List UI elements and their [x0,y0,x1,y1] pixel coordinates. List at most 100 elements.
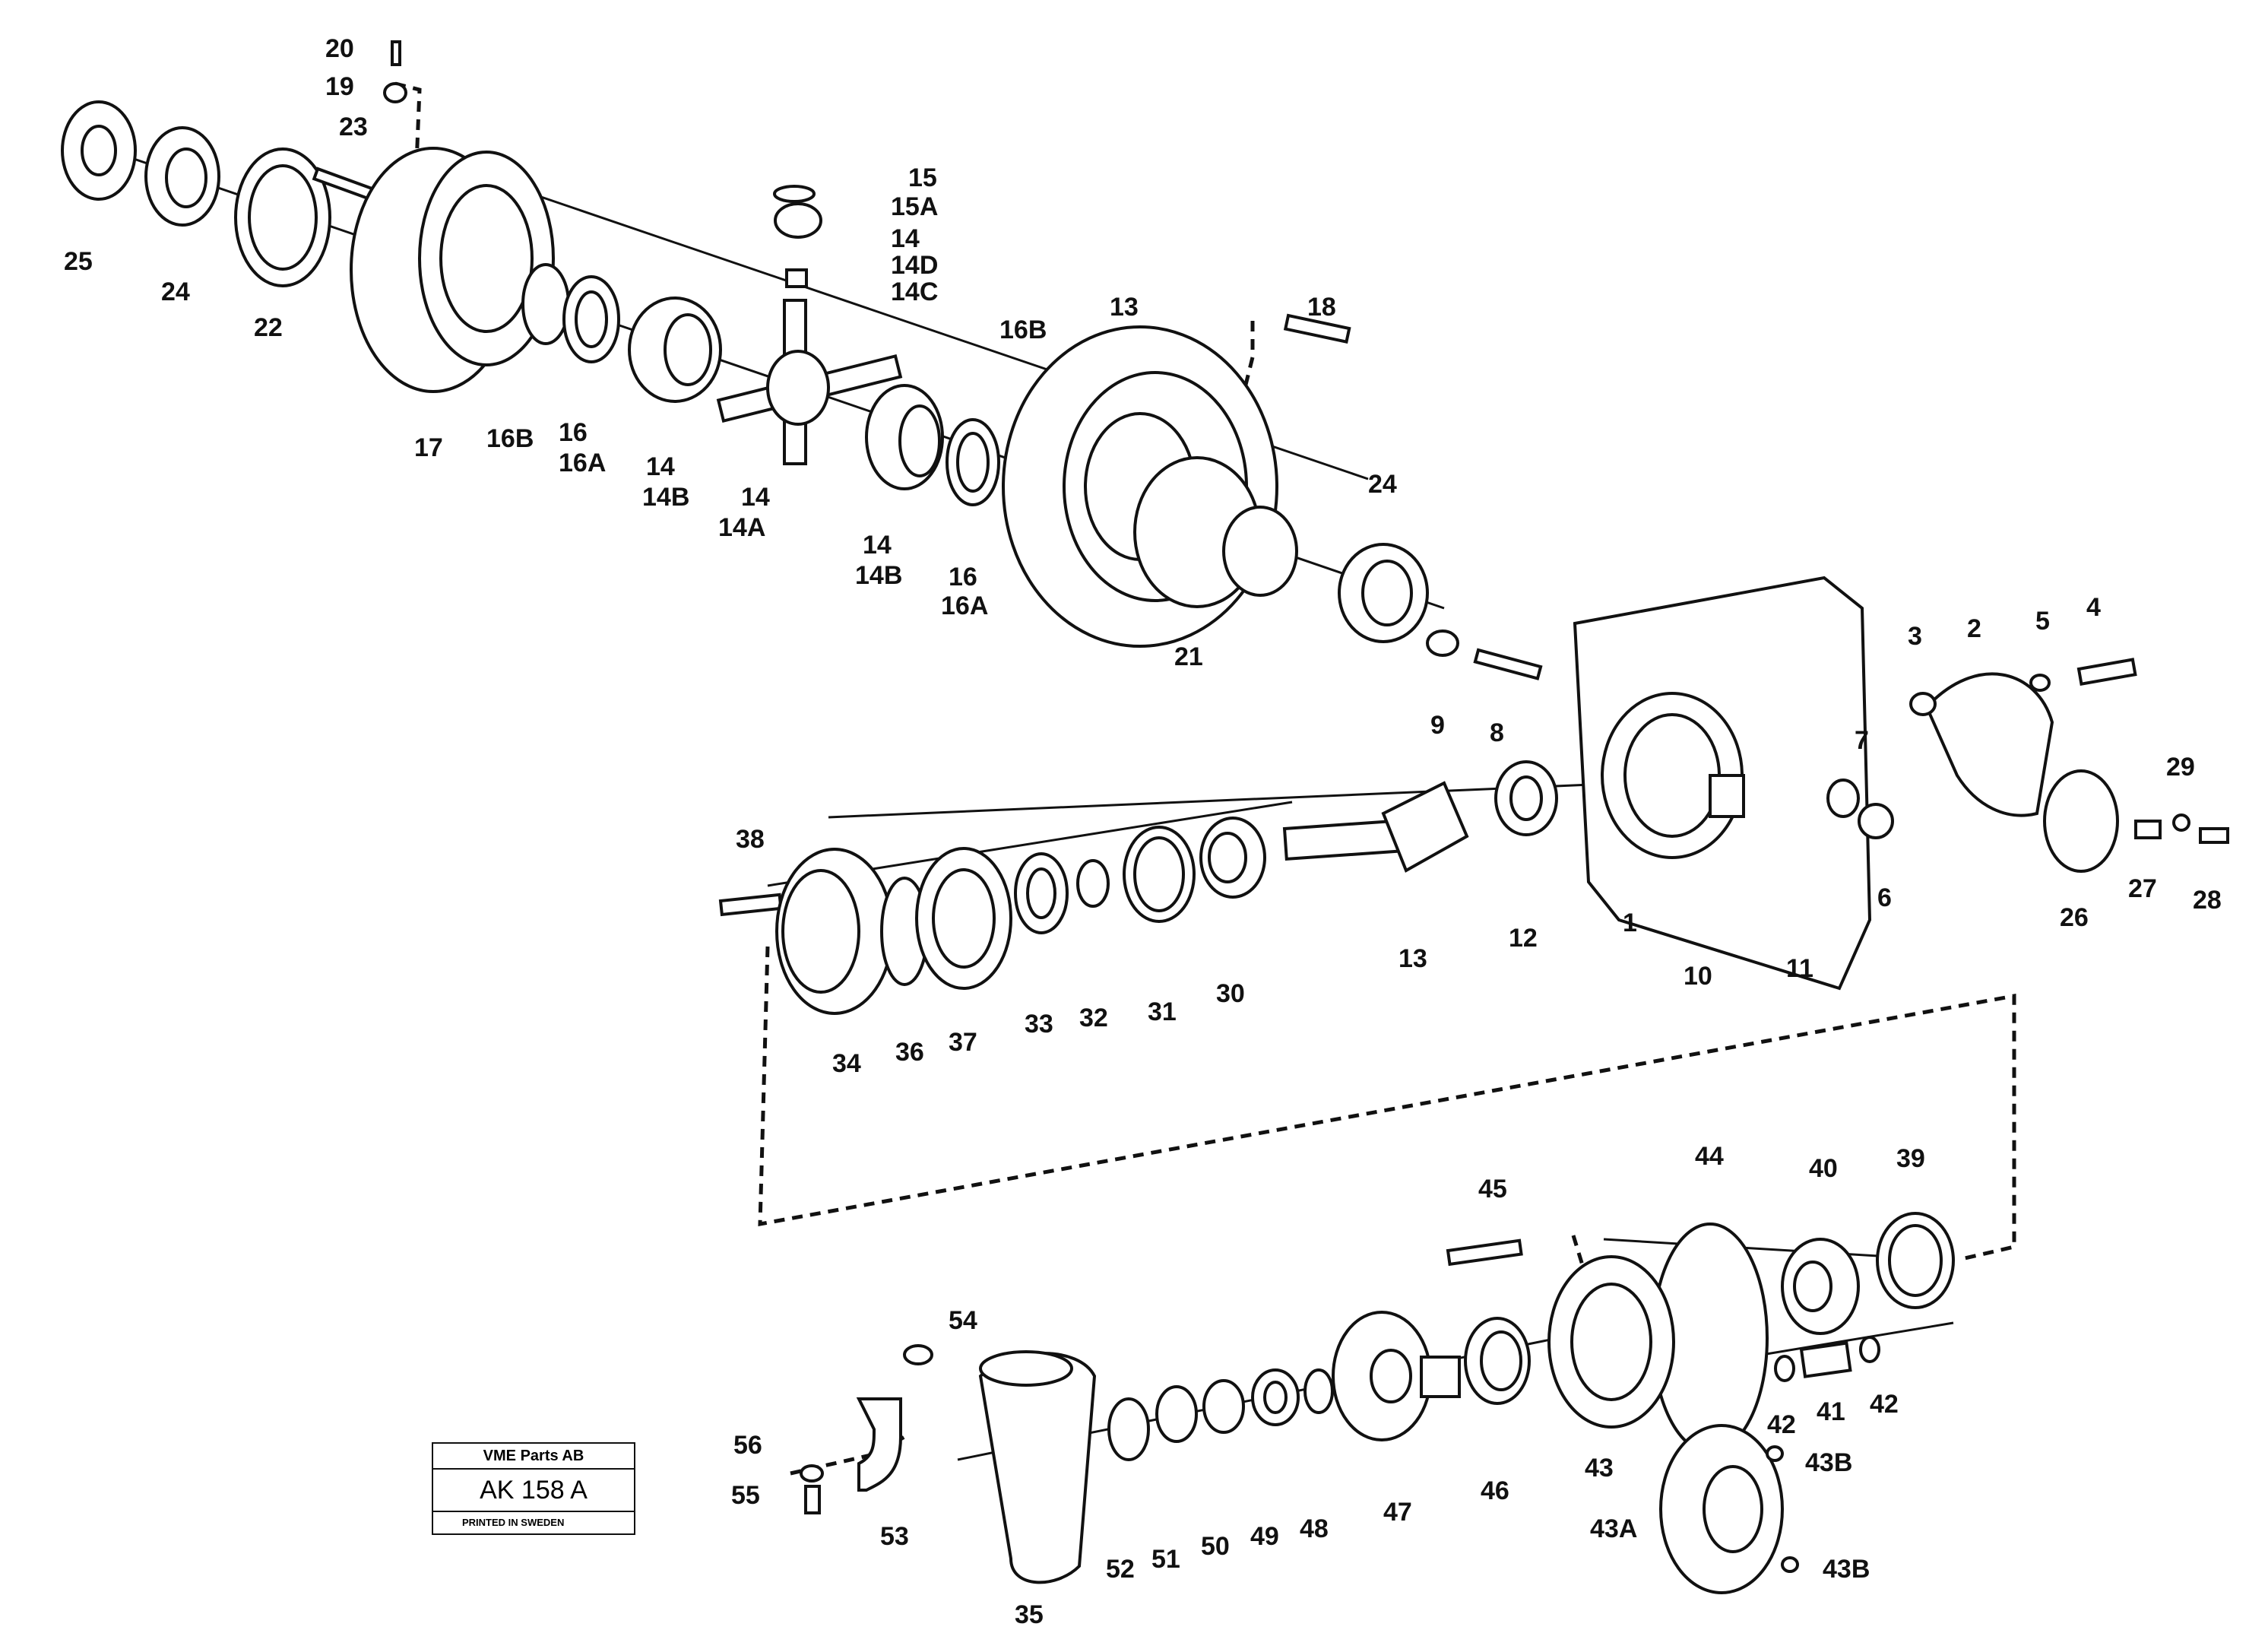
label-17: 17 [414,433,443,462]
label-24: 24 [161,277,190,306]
label-18: 18 [1307,293,1336,322]
stamp-printed: PRINTED IN SWEDEN [462,1517,565,1528]
label-14-mid: 14 [863,531,892,560]
label-52: 52 [1106,1555,1135,1584]
label-16B-mid: 16B [999,316,1047,344]
label-14B: 14B [642,483,689,512]
part-19-20-bolt-nut [383,40,407,103]
label-6: 6 [1877,883,1892,912]
part-5-washer [2029,674,2051,692]
label-3: 3 [1908,622,1922,651]
part-4-bolt [2076,658,2137,687]
label-21: 21 [1174,642,1203,671]
label-51: 51 [1151,1545,1180,1574]
label-43: 43 [1585,1454,1614,1483]
label-16: 16 [559,418,588,447]
label-29: 29 [2166,753,2195,782]
label-47: 47 [1383,1498,1412,1527]
part-50-lock-washer [1202,1379,1245,1434]
part-45-bolt [1446,1238,1523,1267]
part-33-seal [1014,852,1069,934]
label-16A-mid: 16A [941,591,988,620]
label-27: 27 [2128,874,2157,903]
label-14-left: 14 [741,483,770,512]
part-37-gasket [915,847,1012,990]
part-56-washer [800,1464,824,1483]
part-31-race [1123,826,1196,923]
part-41-42-sleeve-rings [1774,1336,1880,1382]
part-26-adjusting-nut [2043,769,2119,873]
label-34: 34 [832,1049,861,1078]
part-51-tab-washer [1155,1385,1198,1443]
label-11: 11 [1786,954,1813,983]
label-55: 55 [731,1481,760,1510]
label-16A: 16A [559,449,606,477]
part-49-nut [1251,1368,1300,1426]
part-40-bearing [1781,1238,1860,1335]
label-8: 8 [1490,718,1504,747]
part-18-bolt [1283,313,1351,344]
label-56: 56 [733,1431,762,1460]
part-14B-side-gear-right [865,384,944,490]
part-25-ring-nut [61,100,137,201]
label-4: 4 [2086,593,2101,622]
label-24-mid: 24 [1368,470,1397,499]
label-5: 5 [2035,607,2050,636]
part-34-flange [775,848,894,1015]
part-43A-flange [1659,1424,1784,1594]
part-17-housing-half [350,147,555,393]
label-14C: 14C [891,277,938,306]
part-2-bearing-cap [1924,672,2054,817]
label-14: 14 [646,452,675,481]
label-16-mid: 16 [949,563,977,591]
label-1: 1 [1623,909,1637,937]
part-21-diff-case [1133,456,1298,608]
part-9-nut [1426,629,1459,657]
label-13-mid: 13 [1398,944,1427,973]
part-27-lock [2134,820,2162,839]
part-13-pinion-shaft [1282,781,1469,873]
part-38-bolt [718,893,783,917]
part-24-bearing [144,126,220,227]
label-23: 23 [339,113,368,141]
part-28-29-bolt-washer [2172,813,2229,844]
label-40: 40 [1809,1154,1838,1183]
part-55-screw [804,1485,821,1514]
part-32-washer [1076,859,1110,908]
label-49: 49 [1250,1522,1279,1551]
label-13-top: 13 [1110,293,1139,322]
stamp-company: VME Parts AB [433,1444,634,1470]
part-52-snap-ring [1107,1397,1150,1461]
part-16-washer [562,275,620,363]
label-43A: 43A [1590,1514,1637,1543]
label-14A: 14A [718,513,765,542]
label-41: 41 [1817,1397,1845,1426]
label-22: 22 [254,313,283,342]
part-43-cover [1547,1255,1675,1429]
label-36: 36 [895,1038,924,1067]
label-45: 45 [1478,1175,1507,1203]
label-10: 10 [1684,962,1712,991]
label-33: 33 [1025,1010,1053,1039]
part-6-plug [1858,803,1894,839]
label-39: 39 [1896,1144,1925,1173]
label-48: 48 [1300,1514,1329,1543]
label-16B: 16B [486,424,534,453]
part-16B-washer [521,263,570,345]
label-20: 20 [325,34,354,63]
label-42-right: 42 [1870,1390,1899,1419]
part-3-dowel [1909,692,1937,716]
part-22-shim-ring [234,147,331,287]
label-25: 25 [64,247,93,276]
label-9: 9 [1430,711,1445,740]
label-14B-mid: 14B [855,561,902,590]
part-46-seal [1464,1317,1531,1405]
label-53: 53 [880,1522,909,1551]
part-14B-side-gear [628,297,722,403]
part-10-plate [1709,774,1745,818]
label-43B-top: 43B [1805,1448,1852,1477]
part-54-washer [903,1344,933,1365]
part-48-ring [1303,1368,1334,1414]
